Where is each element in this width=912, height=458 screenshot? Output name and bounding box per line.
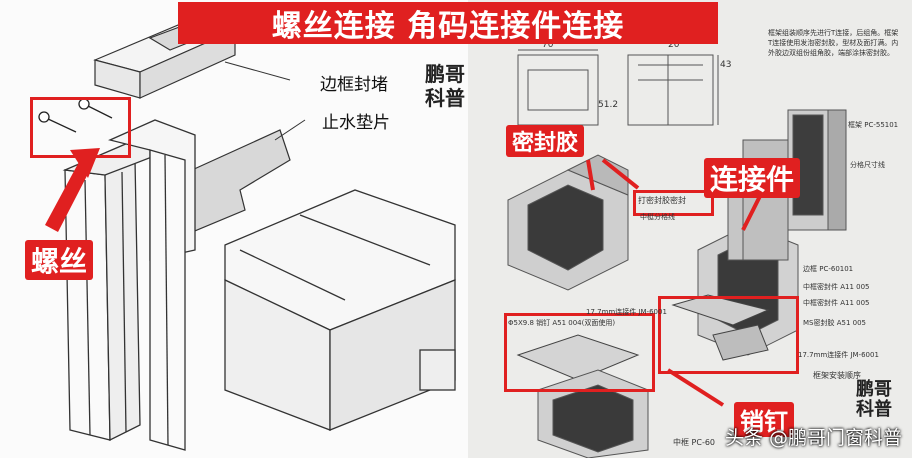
frame-note: 框架 PC-55101	[848, 121, 899, 129]
side-frame-note: 边框 PC-60101	[803, 265, 854, 273]
connector-piece	[671, 294, 770, 361]
pin-tag: 销钉	[734, 402, 794, 437]
dimension-20: 20	[668, 40, 680, 50]
right-brand: 鹏哥 科普	[856, 380, 892, 420]
watermark: 头条 @鹏哥门窗科普	[725, 423, 902, 450]
sealant-tag: 密封胶	[506, 125, 585, 157]
section-drawing	[517, 49, 719, 126]
left-brand: 鹏哥 科普	[425, 62, 465, 110]
title-banner: 螺丝连接 角码连接件连接	[178, 2, 718, 44]
gasket-label: 止水垫片	[322, 113, 390, 133]
right-brand-line2: 科普	[856, 399, 892, 420]
connector-left-note: 17.7mm连接件 JM-6001	[586, 308, 667, 316]
top-note: 框架组装顺序先进行T连接，后组角。框架T连接使用发泡密封胶，型材及面打满。内外胶…	[768, 29, 899, 57]
horizontal-profile	[224, 189, 456, 431]
screw-highlight-box	[30, 97, 131, 158]
pin-piece	[516, 334, 640, 381]
connector-highlight-box	[658, 296, 799, 374]
dimension-43: 43	[720, 60, 732, 70]
screw-connection-drawing: 边框封堵 止水垫片 螺丝 鹏哥 科普	[25, 9, 465, 451]
left-brand-line2: 科普	[425, 86, 465, 110]
mid-seal-note: 中框密封件 A11 005	[803, 283, 870, 291]
pin-spec-note: Φ5X9.8 销钉 A51 004(双面使用)	[508, 319, 616, 327]
connector-manual-photo: 密封胶 连接件 销钉 鹏哥 科普 框架组装顺序先进行T连接，后组角。框架T连接使…	[468, 0, 912, 458]
watermark-text: 头条 @鹏哥门窗科普	[724, 427, 902, 449]
mid-line-note: 中梃分格线	[640, 213, 675, 221]
connector-tag: 连接件	[704, 158, 801, 198]
ms-seal-note: MS密封胶 A51 005	[803, 319, 866, 327]
pin-highlight-box	[504, 313, 655, 392]
dimension-70: 70	[542, 40, 554, 50]
left-brand-line1: 鹏哥	[425, 62, 465, 86]
dimension-51-2: 51.2	[598, 100, 619, 110]
mid-seal-note-2: 中框密封件 A11 005	[803, 299, 870, 307]
right-frame	[787, 109, 847, 231]
screws	[38, 98, 113, 133]
end-cap-label: 边框封堵	[320, 75, 388, 95]
frame-order-note: 框架安装顺序	[813, 371, 861, 380]
mid-bottom-note: 中框 PC-60	[673, 438, 716, 447]
screw-tag: 螺丝	[25, 240, 94, 280]
seal-note: 打密封胶密封	[638, 196, 686, 205]
connector-right-note: 17.7mm连接件 JM-6001	[798, 351, 879, 359]
screw-connection-illustration	[38, 9, 456, 451]
left-t-joint	[507, 154, 629, 291]
right-brand-line1: 鹏哥	[856, 379, 892, 400]
seal-highlight-box	[633, 190, 714, 216]
mid-frame-note: 分格尺寸线	[850, 161, 885, 169]
bottom-joint	[537, 369, 649, 458]
